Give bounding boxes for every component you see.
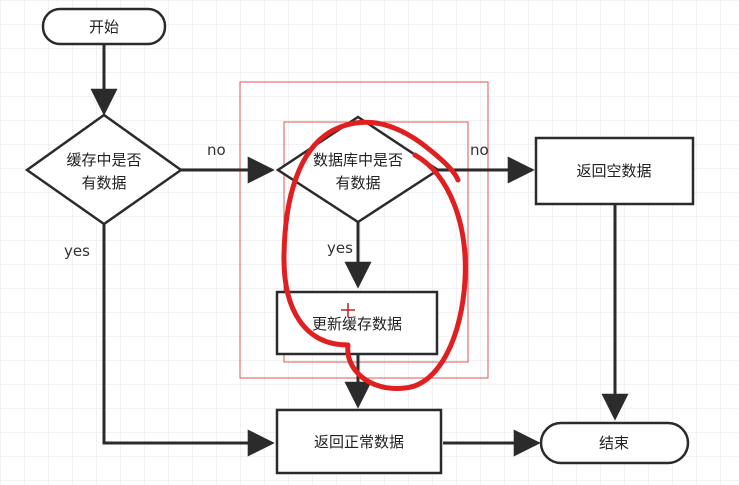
edge-cache-yes <box>102 224 275 457</box>
cache-check-label-line2: 有数据 <box>81 174 126 192</box>
end-label: 结束 <box>599 434 629 452</box>
cache-yes-label: yes <box>64 242 90 260</box>
crosshair-cursor-icon <box>341 303 355 317</box>
return-empty-node <box>534 136 695 206</box>
start-label: 开始 <box>89 18 119 36</box>
db-check-label-line1: 数据库中是否 <box>313 151 403 169</box>
start-node <box>41 7 167 46</box>
return-normal-label: 返回正常数据 <box>314 433 404 451</box>
cache-check-node <box>24 113 184 226</box>
db-no-label: no <box>470 141 489 159</box>
return-normal-node <box>275 408 443 475</box>
red-annotation-circle <box>281 119 468 391</box>
db-yes-label: yes <box>327 239 353 257</box>
db-check-label-line2: 有数据 <box>335 174 380 192</box>
cache-no-label: no <box>207 141 226 159</box>
return-empty-label: 返回空数据 <box>576 162 651 180</box>
end-node <box>539 421 690 465</box>
cache-check-label-line1: 缓存中是否 <box>66 151 141 169</box>
db-check-node <box>275 115 441 224</box>
update-cache-label: 更新缓存数据 <box>312 315 402 333</box>
